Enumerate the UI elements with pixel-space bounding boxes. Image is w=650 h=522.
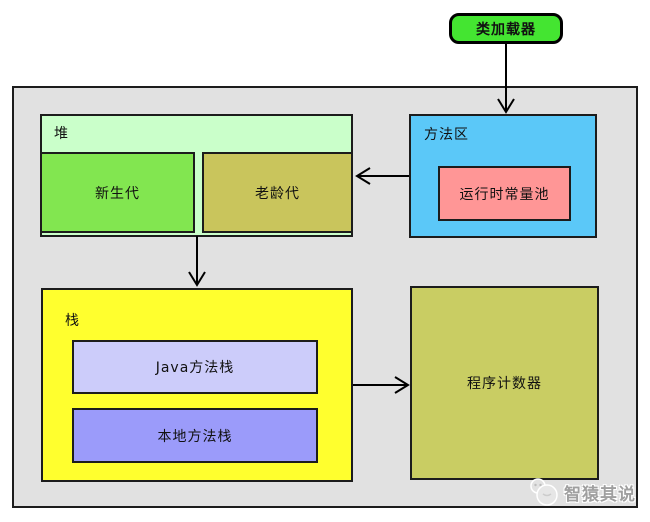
- class-loader-node: 类加载器: [449, 13, 563, 44]
- heap-node: 堆 新生代 老龄代: [40, 114, 353, 237]
- young-generation-node: 新生代: [40, 152, 195, 233]
- runtime-constant-pool-node: 运行时常量池: [438, 166, 571, 221]
- native-method-stack-node: 本地方法栈: [72, 408, 318, 463]
- watermark: 智猿其说: [529, 478, 636, 506]
- stack-label: 栈: [65, 313, 80, 329]
- program-counter-node: 程序计数器: [410, 286, 599, 480]
- stack-node: 栈 Java方法栈 本地方法栈: [41, 288, 353, 482]
- java-method-stack-node: Java方法栈: [72, 340, 318, 394]
- watermark-text: 智猿其说: [564, 484, 636, 505]
- runtime-data-area: 堆 新生代 老龄代 方法区 运行时常量池 栈 Java方法栈 本地方法栈 程序计…: [12, 86, 638, 508]
- heap-label: 堆: [54, 126, 69, 142]
- old-generation-node: 老龄代: [202, 152, 353, 233]
- method-area-label: 方法区: [424, 127, 469, 143]
- monkey-chat-icon: [530, 478, 558, 506]
- method-area-node: 方法区 运行时常量池: [409, 114, 597, 238]
